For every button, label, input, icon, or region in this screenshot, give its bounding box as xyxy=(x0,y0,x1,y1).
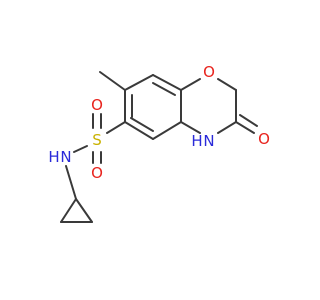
bond-ring-c5-c6-inner xyxy=(130,117,154,132)
bond-n-carbonyl xyxy=(217,121,237,134)
atom-o-ring: O xyxy=(203,63,215,81)
bond-c4a-n xyxy=(180,121,201,134)
bond-s-n xyxy=(73,145,88,153)
bond-ring-c4a-c5 xyxy=(152,121,182,140)
bond-cyclopropyl-right xyxy=(75,198,93,223)
bond-c8a-o xyxy=(180,78,201,91)
bond-ring-c7-c8 xyxy=(124,74,154,91)
bond-cyclopropyl-attach xyxy=(65,165,77,200)
bond-cyclopropyl-left xyxy=(60,198,77,223)
atom-o-sulfonyl-top: O xyxy=(91,96,103,114)
atom-o-carbonyl: O xyxy=(258,130,270,148)
bond-carbonyl-o-double xyxy=(239,114,258,127)
bond-c6-s xyxy=(106,121,126,134)
atom-o-sulfonyl-bottom: O xyxy=(91,164,103,182)
atom-labels: O O N H S O O N H xyxy=(48,63,270,182)
carbon-bonds xyxy=(60,71,237,223)
bond-ring-c5-c6 xyxy=(124,121,154,140)
atom-h-ring: H xyxy=(191,132,202,150)
bond-ring-c8-c8a xyxy=(152,74,182,91)
hetero-bonds xyxy=(73,78,258,164)
molecule-structure-diagram: O O N H S O O N H xyxy=(48,63,270,223)
atom-n-amide: N xyxy=(60,148,71,166)
bond-ring-c8a-c8-inner xyxy=(152,82,176,96)
bond-o-ch2 xyxy=(217,78,237,91)
bond-carbonyl-o xyxy=(235,121,255,134)
atom-h-amide: H xyxy=(48,148,59,166)
bond-methyl xyxy=(99,71,126,91)
atom-s-sulfonyl: S xyxy=(92,131,102,149)
atom-n-ring: N xyxy=(203,132,214,150)
